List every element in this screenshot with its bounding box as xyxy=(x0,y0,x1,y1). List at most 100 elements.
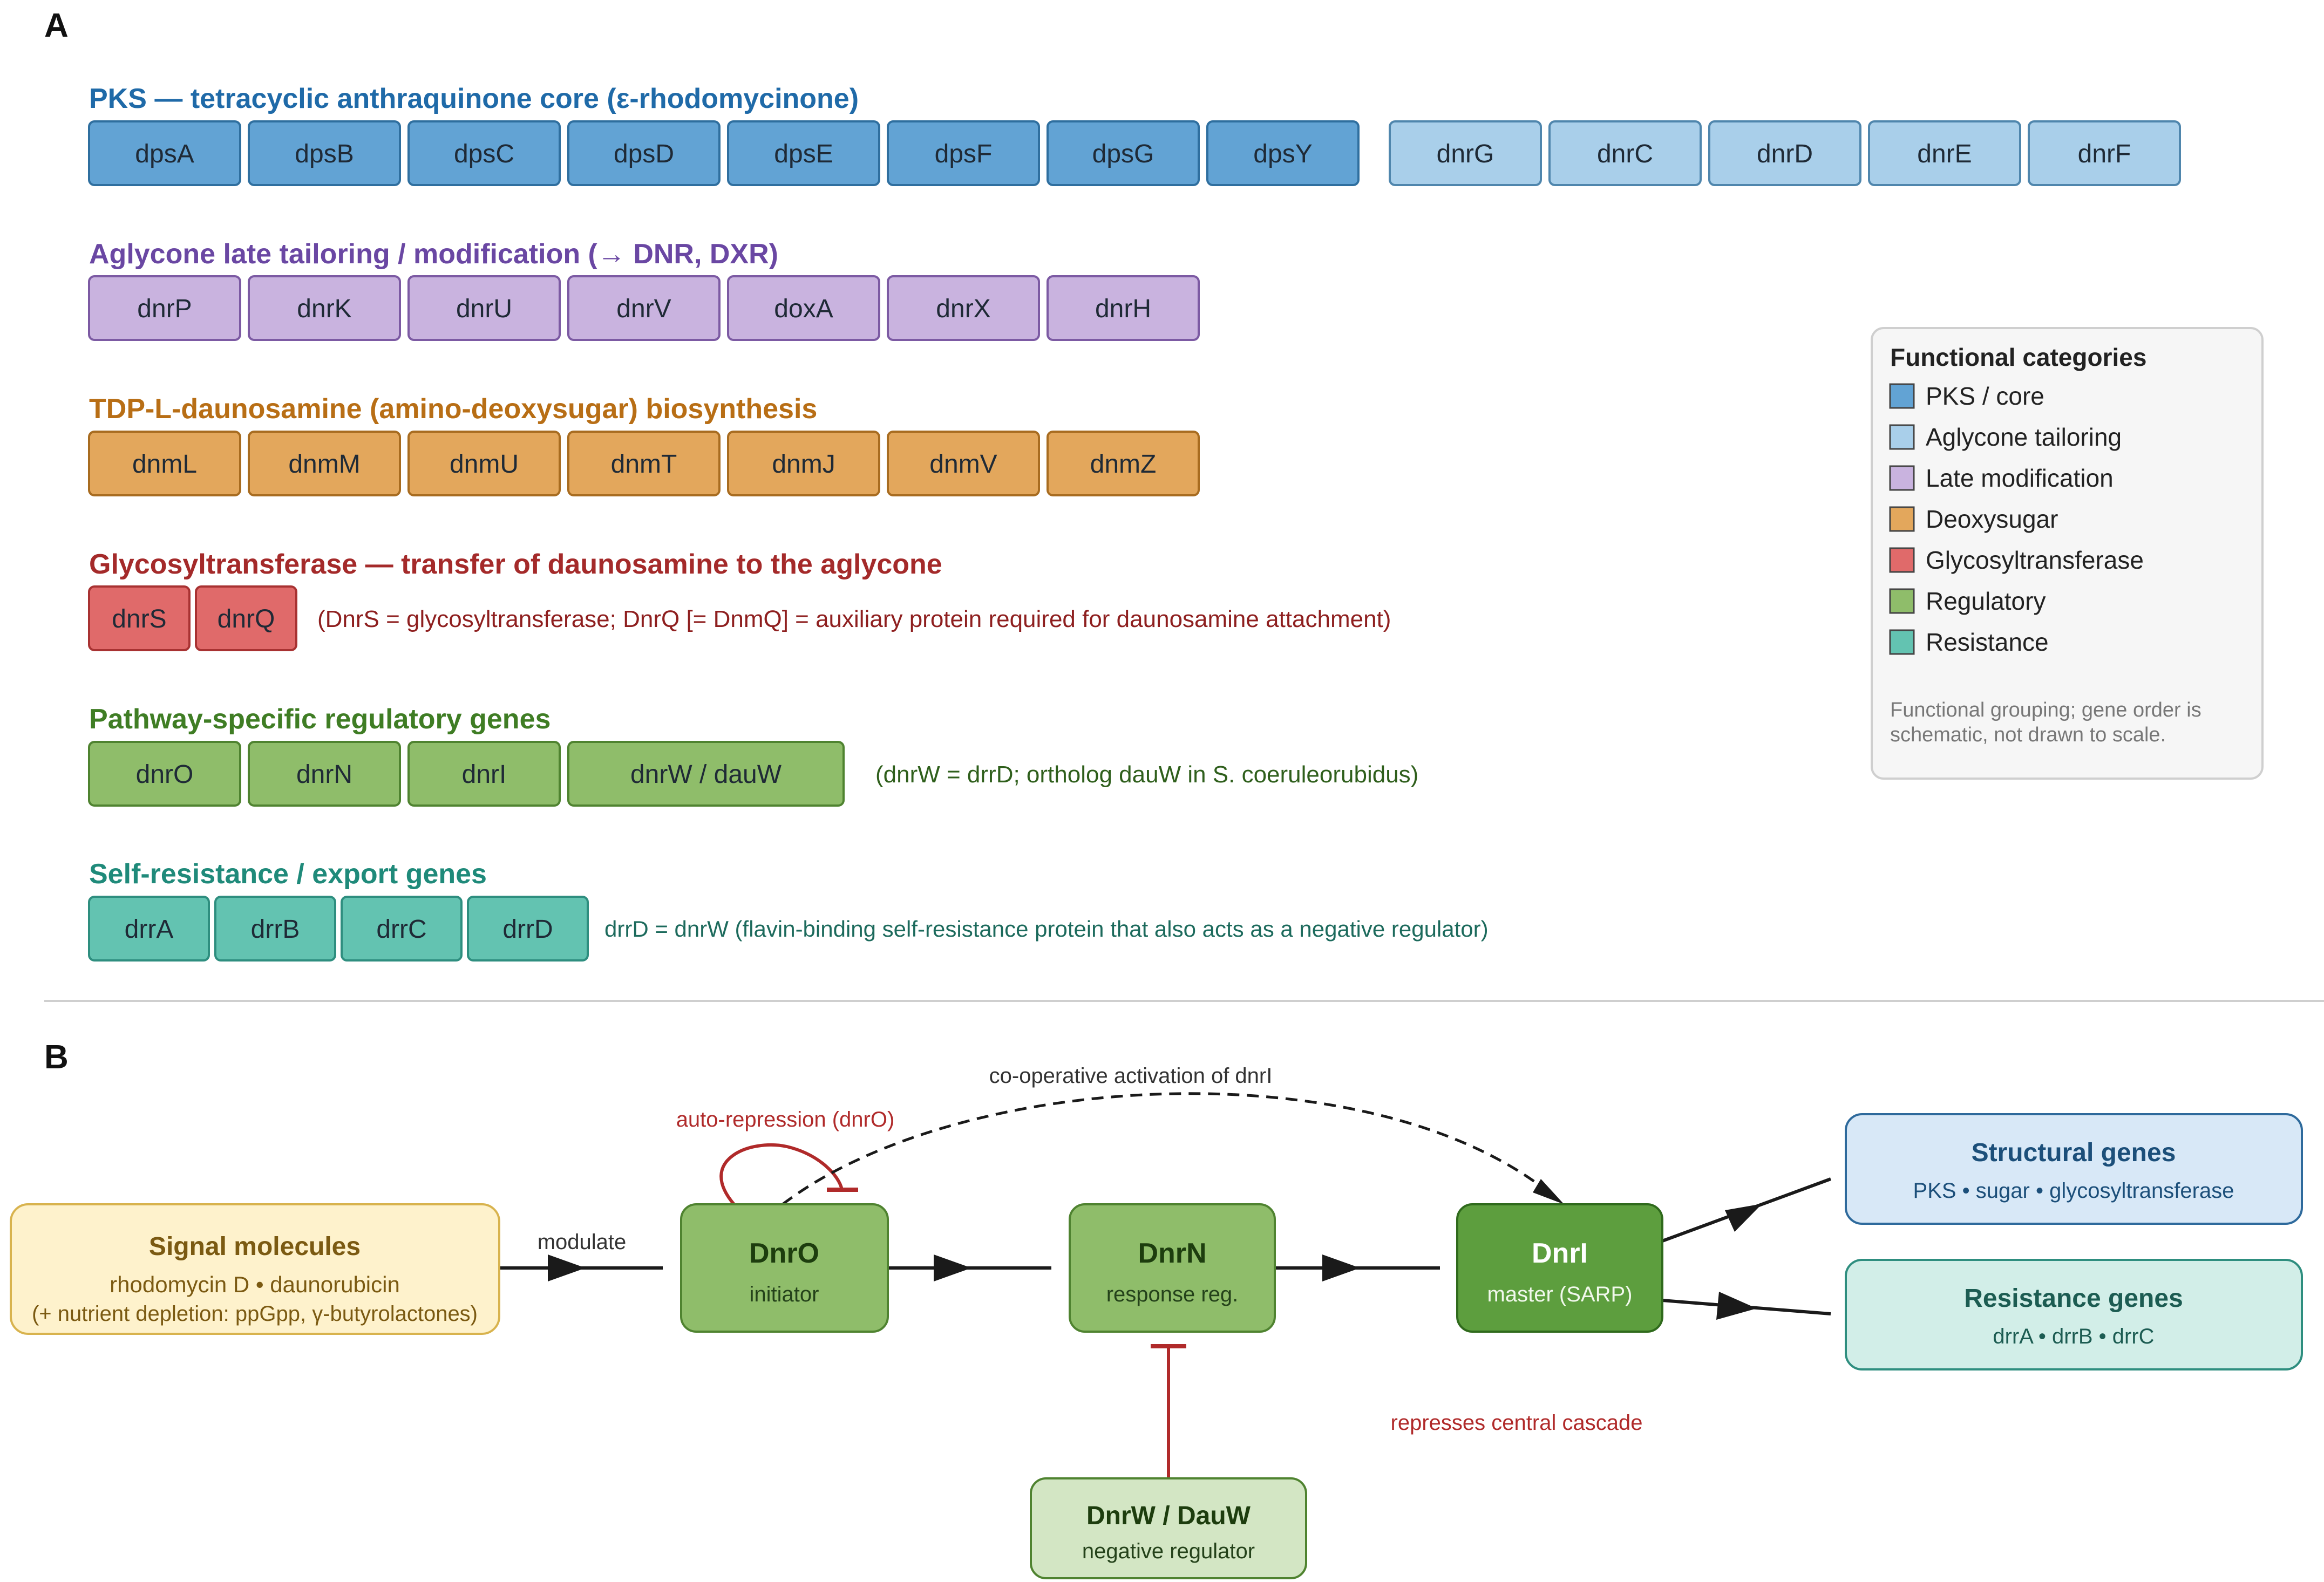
edge-signal-to-dnro-arrowhead xyxy=(548,1254,586,1281)
gene-label: dnrK xyxy=(297,295,351,323)
gene-box-dnrk xyxy=(248,275,401,341)
gene-label: doxA xyxy=(774,295,833,323)
legend-swatch xyxy=(1889,383,1915,409)
gene-box-dpsf xyxy=(887,120,1040,186)
gene-box-dpsg xyxy=(1047,120,1200,186)
dnro-title: DnrO xyxy=(749,1238,819,1269)
dnro-sub: initiator xyxy=(750,1283,819,1306)
cooperative-arc-arrowhead xyxy=(1533,1179,1564,1204)
gene-box-dnrv xyxy=(567,275,721,341)
gene-box-dnrw-dauw xyxy=(567,741,845,807)
signal-line2: (+ nutrient depletion: ppGpp, γ-butyrola… xyxy=(32,1302,478,1326)
signal-box xyxy=(10,1203,500,1335)
gene-box-dnre xyxy=(1868,120,2021,186)
gene-label: dnmZ xyxy=(1090,450,1157,479)
dnri-node: DnrI master (SARP) xyxy=(1456,1203,1663,1333)
gene-label: dnrF xyxy=(2078,140,2131,168)
structural-genes-node: Structural genes PKS • sugar • glycosylt… xyxy=(1845,1113,2303,1225)
gene-label: dnrV xyxy=(616,295,671,323)
gene-label: dnrD xyxy=(1757,140,1813,168)
gene-box-drrc xyxy=(341,896,463,962)
gene-label: dnrU xyxy=(456,295,512,323)
gene-box-dnrp xyxy=(88,275,241,341)
sugar-section-title: TDP-L-daunosamine (amino-deoxysugar) bio… xyxy=(89,393,817,425)
gene-box-dpsy xyxy=(1206,120,1360,186)
legend-note-line2: schematic, not drawn to scale. xyxy=(1890,724,2166,746)
legend-item-label: Glycosyltransferase xyxy=(1926,546,2144,574)
reg-section-title: Pathway-specific regulatory genes xyxy=(89,704,551,735)
legend-note-line1: Functional grouping; gene order is xyxy=(1890,699,2201,721)
panel-b-letter: B xyxy=(44,1039,69,1076)
gene-label: drrC xyxy=(376,915,426,944)
legend-box xyxy=(1871,327,2264,780)
reg-note: (dnrW = drrD; ortholog dauW in S. coerul… xyxy=(875,761,1418,788)
legend-swatch xyxy=(1889,588,1915,614)
dnro-node: DnrO initiator xyxy=(680,1203,889,1333)
gene-label: dpsF xyxy=(935,140,993,168)
gene-box-dpsb xyxy=(248,120,401,186)
gene-label: dpsC xyxy=(454,140,514,168)
gene-box-dnrf xyxy=(2028,120,2181,186)
autorepression-label: auto-repression (dnrO) xyxy=(676,1108,895,1131)
gene-box-doxa xyxy=(727,275,880,341)
resistance-genes-node: Resistance genes drrA • drrB • drrC xyxy=(1845,1259,2303,1370)
gene-label: dnrE xyxy=(1917,140,1972,168)
legend-swatch xyxy=(1889,465,1915,491)
signal-line1: rhodomycin D • daunorubicin xyxy=(110,1272,400,1297)
gene-label: dpsD xyxy=(614,140,674,168)
gene-label: dnrO xyxy=(136,760,194,789)
legend-item-label: Deoxysugar xyxy=(1926,505,2058,533)
gene-box-dnrs xyxy=(88,585,191,651)
gene-box-dpse xyxy=(727,120,880,186)
panel-a-letter: A xyxy=(44,7,69,44)
dnri-title: DnrI xyxy=(1532,1238,1588,1269)
pks-section-title: PKS — tetracyclic anthraquinone core (ε-… xyxy=(89,83,859,114)
dnrn-node: DnrN response reg. xyxy=(1069,1203,1276,1333)
modulate-label: modulate xyxy=(538,1230,627,1254)
edge-dnri-to-resistance-arrowhead xyxy=(1716,1292,1757,1320)
legend-item-label: Regulatory xyxy=(1926,587,2046,615)
dnri-sub: master (SARP) xyxy=(1487,1283,1633,1306)
gene-label: dnmV xyxy=(929,450,997,479)
gene-label: dnrQ xyxy=(218,605,275,633)
gene-box-dnmz xyxy=(1047,431,1200,496)
dnri-box xyxy=(1456,1203,1663,1333)
signal-node: Signal molecules rhodomycin D • daunorub… xyxy=(10,1203,500,1335)
gene-label: dnrG xyxy=(1437,140,1494,168)
legend-item-label: Late modification xyxy=(1926,464,2114,492)
structural-genes-box xyxy=(1845,1113,2303,1225)
gene-label: dpsE xyxy=(774,140,833,168)
legend-item-label: Resistance xyxy=(1926,628,2049,656)
dnrw-node: DnrW / DauW negative regulator xyxy=(1030,1477,1307,1579)
gene-box-dnrh xyxy=(1047,275,1200,341)
gene-label: drrD xyxy=(502,915,553,944)
dnrw-box xyxy=(1030,1477,1307,1579)
legend-swatch xyxy=(1889,629,1915,655)
cooperative-label: co-operative activation of dnrI xyxy=(989,1064,1273,1088)
gene-label: dnrS xyxy=(112,605,166,633)
edge-dnrn-to-dnri-arrowhead xyxy=(1322,1254,1360,1281)
legend-swatch xyxy=(1889,424,1915,450)
gene-box-dnmt xyxy=(567,431,721,496)
legend-swatch xyxy=(1889,506,1915,532)
legend: Functional categories PKS / coreAglycone… xyxy=(1871,327,2264,780)
gene-label: dnmU xyxy=(450,450,519,479)
represses-label: represses central cascade xyxy=(1391,1411,1643,1435)
edge-dnri-to-structural-arrowhead xyxy=(1725,1204,1762,1232)
gene-label: dnrP xyxy=(137,295,192,323)
gt-section-title: Glycosyltransferase — transfer of daunos… xyxy=(89,549,942,580)
autorepression-loop xyxy=(719,1143,844,1205)
structural-genes-title: Structural genes xyxy=(1972,1138,2176,1167)
gt-note: (DnrS = glycosyltransferase; DnrQ [= Dnm… xyxy=(317,606,1391,632)
gene-box-dnmu xyxy=(407,431,561,496)
gene-box-dnru xyxy=(407,275,561,341)
gene-box-dpsc xyxy=(407,120,561,186)
dnrw-title: DnrW / DauW xyxy=(1086,1502,1251,1530)
gene-box-dnri xyxy=(407,741,561,807)
dnrn-title: DnrN xyxy=(1138,1238,1206,1269)
